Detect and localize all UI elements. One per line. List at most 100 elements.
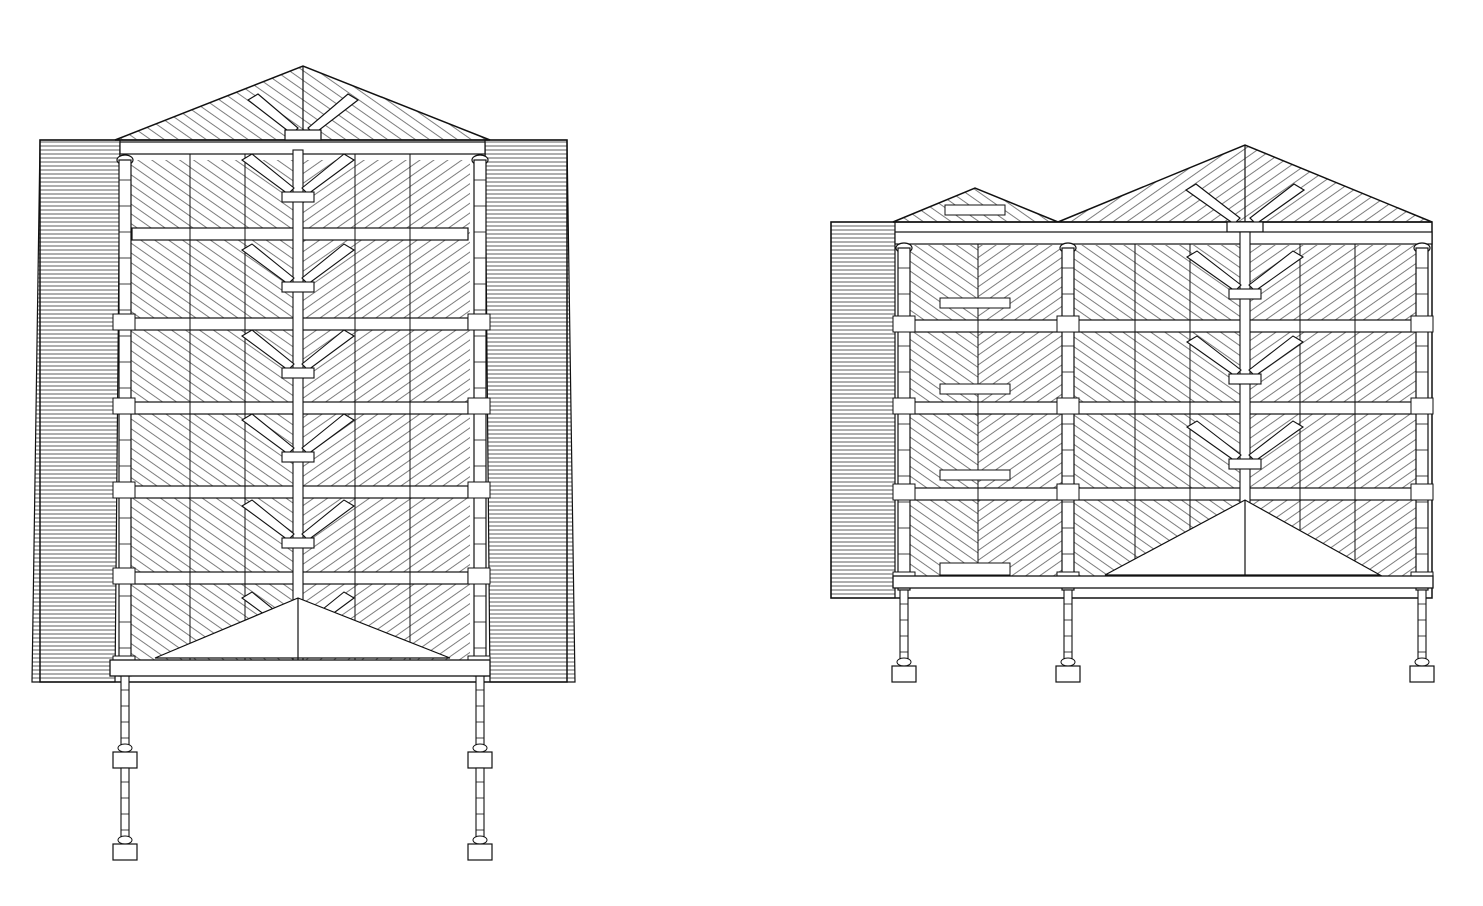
brace-right-arm <box>301 243 355 285</box>
brace-left-arm <box>241 329 295 371</box>
post-shaft <box>118 159 132 677</box>
right-post-2-collar <box>1056 315 1080 333</box>
right-post-1-collar <box>892 397 916 415</box>
brace-left-arm <box>1185 250 1242 292</box>
post-shaft <box>1415 247 1429 591</box>
right-view-bottom-sill <box>892 575 1434 589</box>
footing-column <box>1417 589 1427 661</box>
left-post-2 <box>467 154 493 861</box>
left-brace-1 <box>241 153 355 203</box>
brace-right-arm <box>301 499 355 541</box>
brace-left-arm <box>1185 420 1242 462</box>
bay-1-bottom-plate <box>939 562 1011 576</box>
brace-hub <box>1228 288 1262 300</box>
right-post-3-collar <box>1410 483 1434 501</box>
left-post-1-collar <box>112 567 136 585</box>
left-post-2-collar <box>467 567 491 585</box>
right-post-3-collar <box>1410 397 1434 415</box>
left-tier-beams <box>119 141 486 661</box>
left-brace-3 <box>241 329 355 379</box>
bay-1-plate-2 <box>939 383 1011 395</box>
left-post-1-collar <box>112 313 136 331</box>
post-shaft <box>1061 247 1075 591</box>
right-brace-1 <box>1185 250 1305 300</box>
left-post-1 <box>112 154 138 861</box>
left-post-2-collar <box>467 481 491 499</box>
brace-left-arm <box>1185 335 1242 377</box>
right-post-3 <box>1409 242 1435 683</box>
elevation-single-gable <box>31 65 576 861</box>
bay-1-roof-right <box>978 245 1064 585</box>
bottom-sill <box>109 659 491 677</box>
left-brace-4 <box>241 413 355 463</box>
right-post-3-collar <box>1410 315 1434 333</box>
right-brace-2 <box>1185 335 1305 385</box>
bay-1-plate-1 <box>939 297 1011 309</box>
footing-collar <box>896 657 912 667</box>
footing-column <box>120 767 130 839</box>
left-post-1-collar <box>112 481 136 499</box>
footing-block <box>1409 665 1435 683</box>
footing-collar <box>1060 657 1076 667</box>
footing-block <box>112 751 138 769</box>
right-post-1 <box>891 242 917 683</box>
footing-collar <box>117 743 133 753</box>
footing-block <box>891 665 917 683</box>
small-gable-cap <box>944 204 1006 216</box>
footing-block <box>1055 665 1081 683</box>
brace-left-arm <box>241 243 295 285</box>
brace-hub <box>1228 373 1262 385</box>
footing-column <box>120 675 130 747</box>
inner-roof-right <box>298 160 470 670</box>
bay-1-plate-3 <box>939 469 1011 481</box>
footing-collar <box>117 835 133 845</box>
left-post-2-collar <box>467 397 491 415</box>
right-post-2-collar <box>1056 397 1080 415</box>
left-brace-5 <box>241 499 355 549</box>
brace-left-arm <box>241 413 295 455</box>
brace-left-arm <box>241 499 295 541</box>
post-shaft <box>897 247 911 591</box>
bottom-truss-triangle <box>154 597 451 659</box>
right-post-2 <box>1055 242 1081 683</box>
brace-hub <box>1228 458 1262 470</box>
bay-2-bottom-truss-triangle <box>1104 499 1383 576</box>
left-brace-2 <box>241 243 355 293</box>
right-post-1-collar <box>892 483 916 501</box>
right-side-cladding <box>484 139 576 683</box>
footing-column <box>475 767 485 839</box>
footing-block <box>467 843 493 861</box>
right-post-1-collar <box>892 315 916 333</box>
left-posts <box>112 154 493 861</box>
brace-right-arm <box>1248 420 1305 462</box>
inner-roof-left <box>128 160 298 670</box>
brace-right-arm <box>1248 335 1305 377</box>
brace-right-arm <box>1248 250 1305 292</box>
footing-collar <box>472 743 488 753</box>
left-side-cladding <box>31 139 121 683</box>
brace-hub <box>281 537 315 549</box>
brace-left-arm <box>241 153 295 195</box>
left-post-2-collar <box>467 313 491 331</box>
footing-block <box>467 751 493 769</box>
left-king-post <box>292 149 304 661</box>
large-gable-truss <box>1184 183 1306 233</box>
right-view-side-cladding <box>830 221 896 599</box>
footing-column <box>1063 589 1073 661</box>
right-post-2-collar <box>1056 483 1080 501</box>
brace-right-arm <box>301 329 355 371</box>
brace-hub <box>281 367 315 379</box>
right-brace-3 <box>1185 420 1305 470</box>
footing-block <box>112 843 138 861</box>
right-truss-braces <box>1185 250 1305 470</box>
gable-truss <box>246 93 360 141</box>
left-post-1-collar <box>112 397 136 415</box>
footing-column <box>899 589 909 661</box>
footing-column <box>475 675 485 747</box>
elevation-double-gable <box>830 144 1435 683</box>
right-top-beam <box>894 231 1433 245</box>
brace-right-arm <box>301 153 355 195</box>
brace-right-arm <box>301 413 355 455</box>
